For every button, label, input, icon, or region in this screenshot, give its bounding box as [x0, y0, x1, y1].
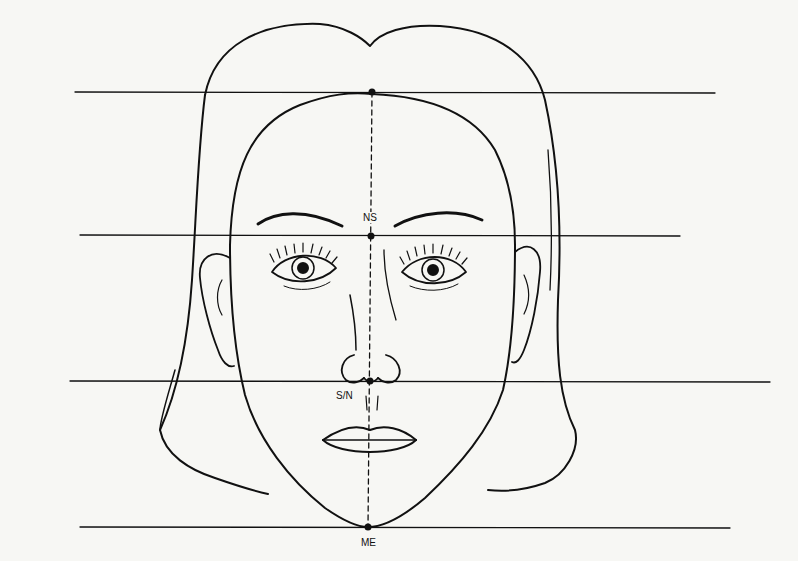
guide-lines [70, 92, 770, 528]
midline [368, 92, 372, 527]
landmark-label: ME [360, 537, 377, 548]
landmark-label: NS [362, 212, 378, 223]
landmark-label: S/N [335, 390, 354, 401]
